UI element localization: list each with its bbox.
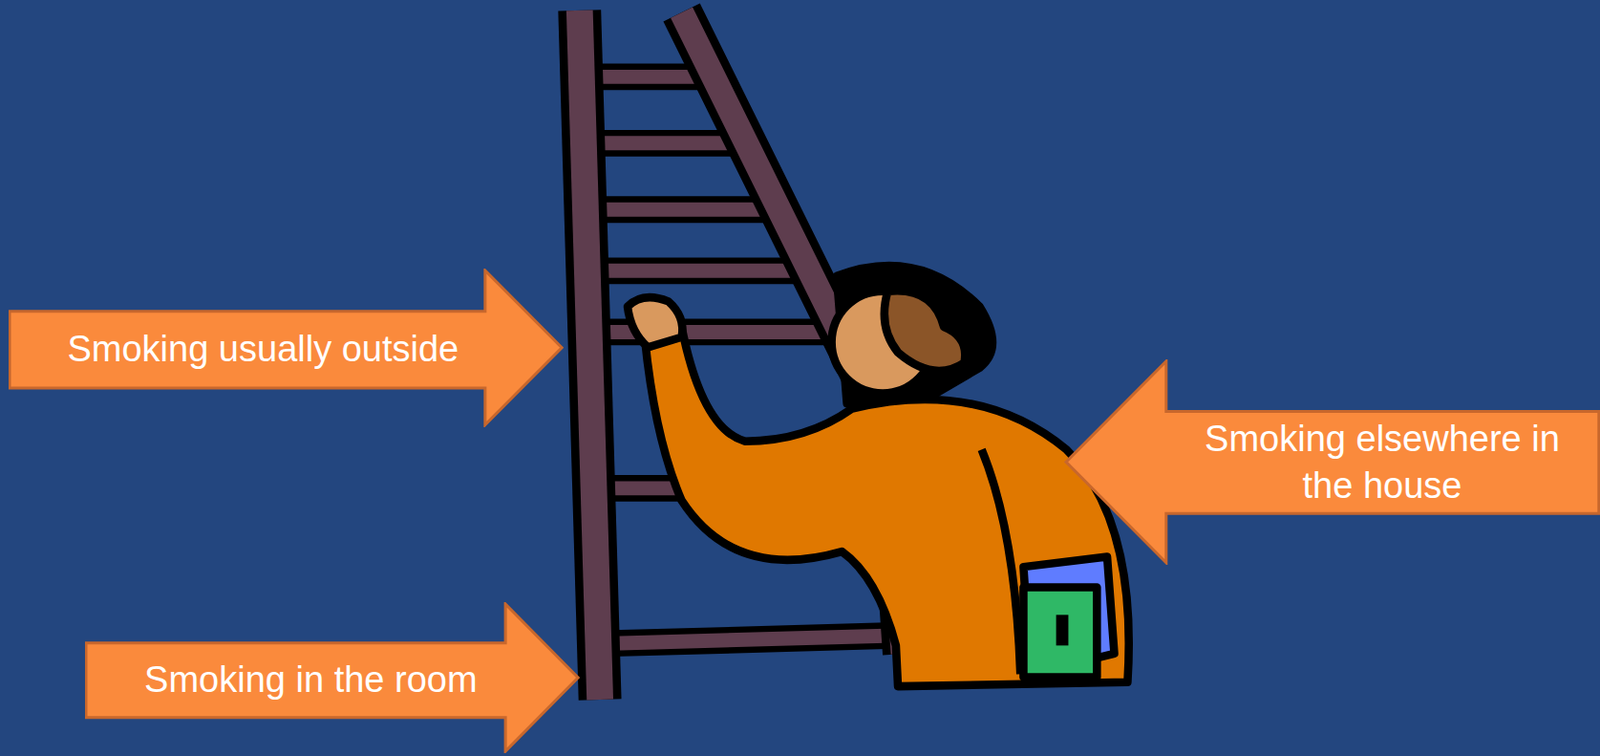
arrow-label: Smoking elsewhere in the house <box>1176 415 1588 511</box>
arrow-text-area: Smoking elsewhere in the house <box>1172 410 1593 513</box>
arrow-outline <box>85 603 578 751</box>
arrow-shape <box>1064 359 1600 565</box>
arrow-outline <box>9 270 562 426</box>
arrow-callout: Smoking elsewhere in the house <box>1064 359 1600 565</box>
arrow-callout: Smoking in the room <box>85 601 580 753</box>
arrow-label: Smoking usually outside <box>66 325 459 373</box>
arrow-label: Smoking in the room <box>144 656 478 704</box>
arrow-outline <box>1066 361 1600 563</box>
arrow-text-area: Smoking in the room <box>90 642 532 718</box>
climbing-figure <box>627 265 1130 686</box>
arrow-callout: Smoking usually outside <box>8 268 564 427</box>
arrow-text-area: Smoking usually outside <box>14 311 513 388</box>
